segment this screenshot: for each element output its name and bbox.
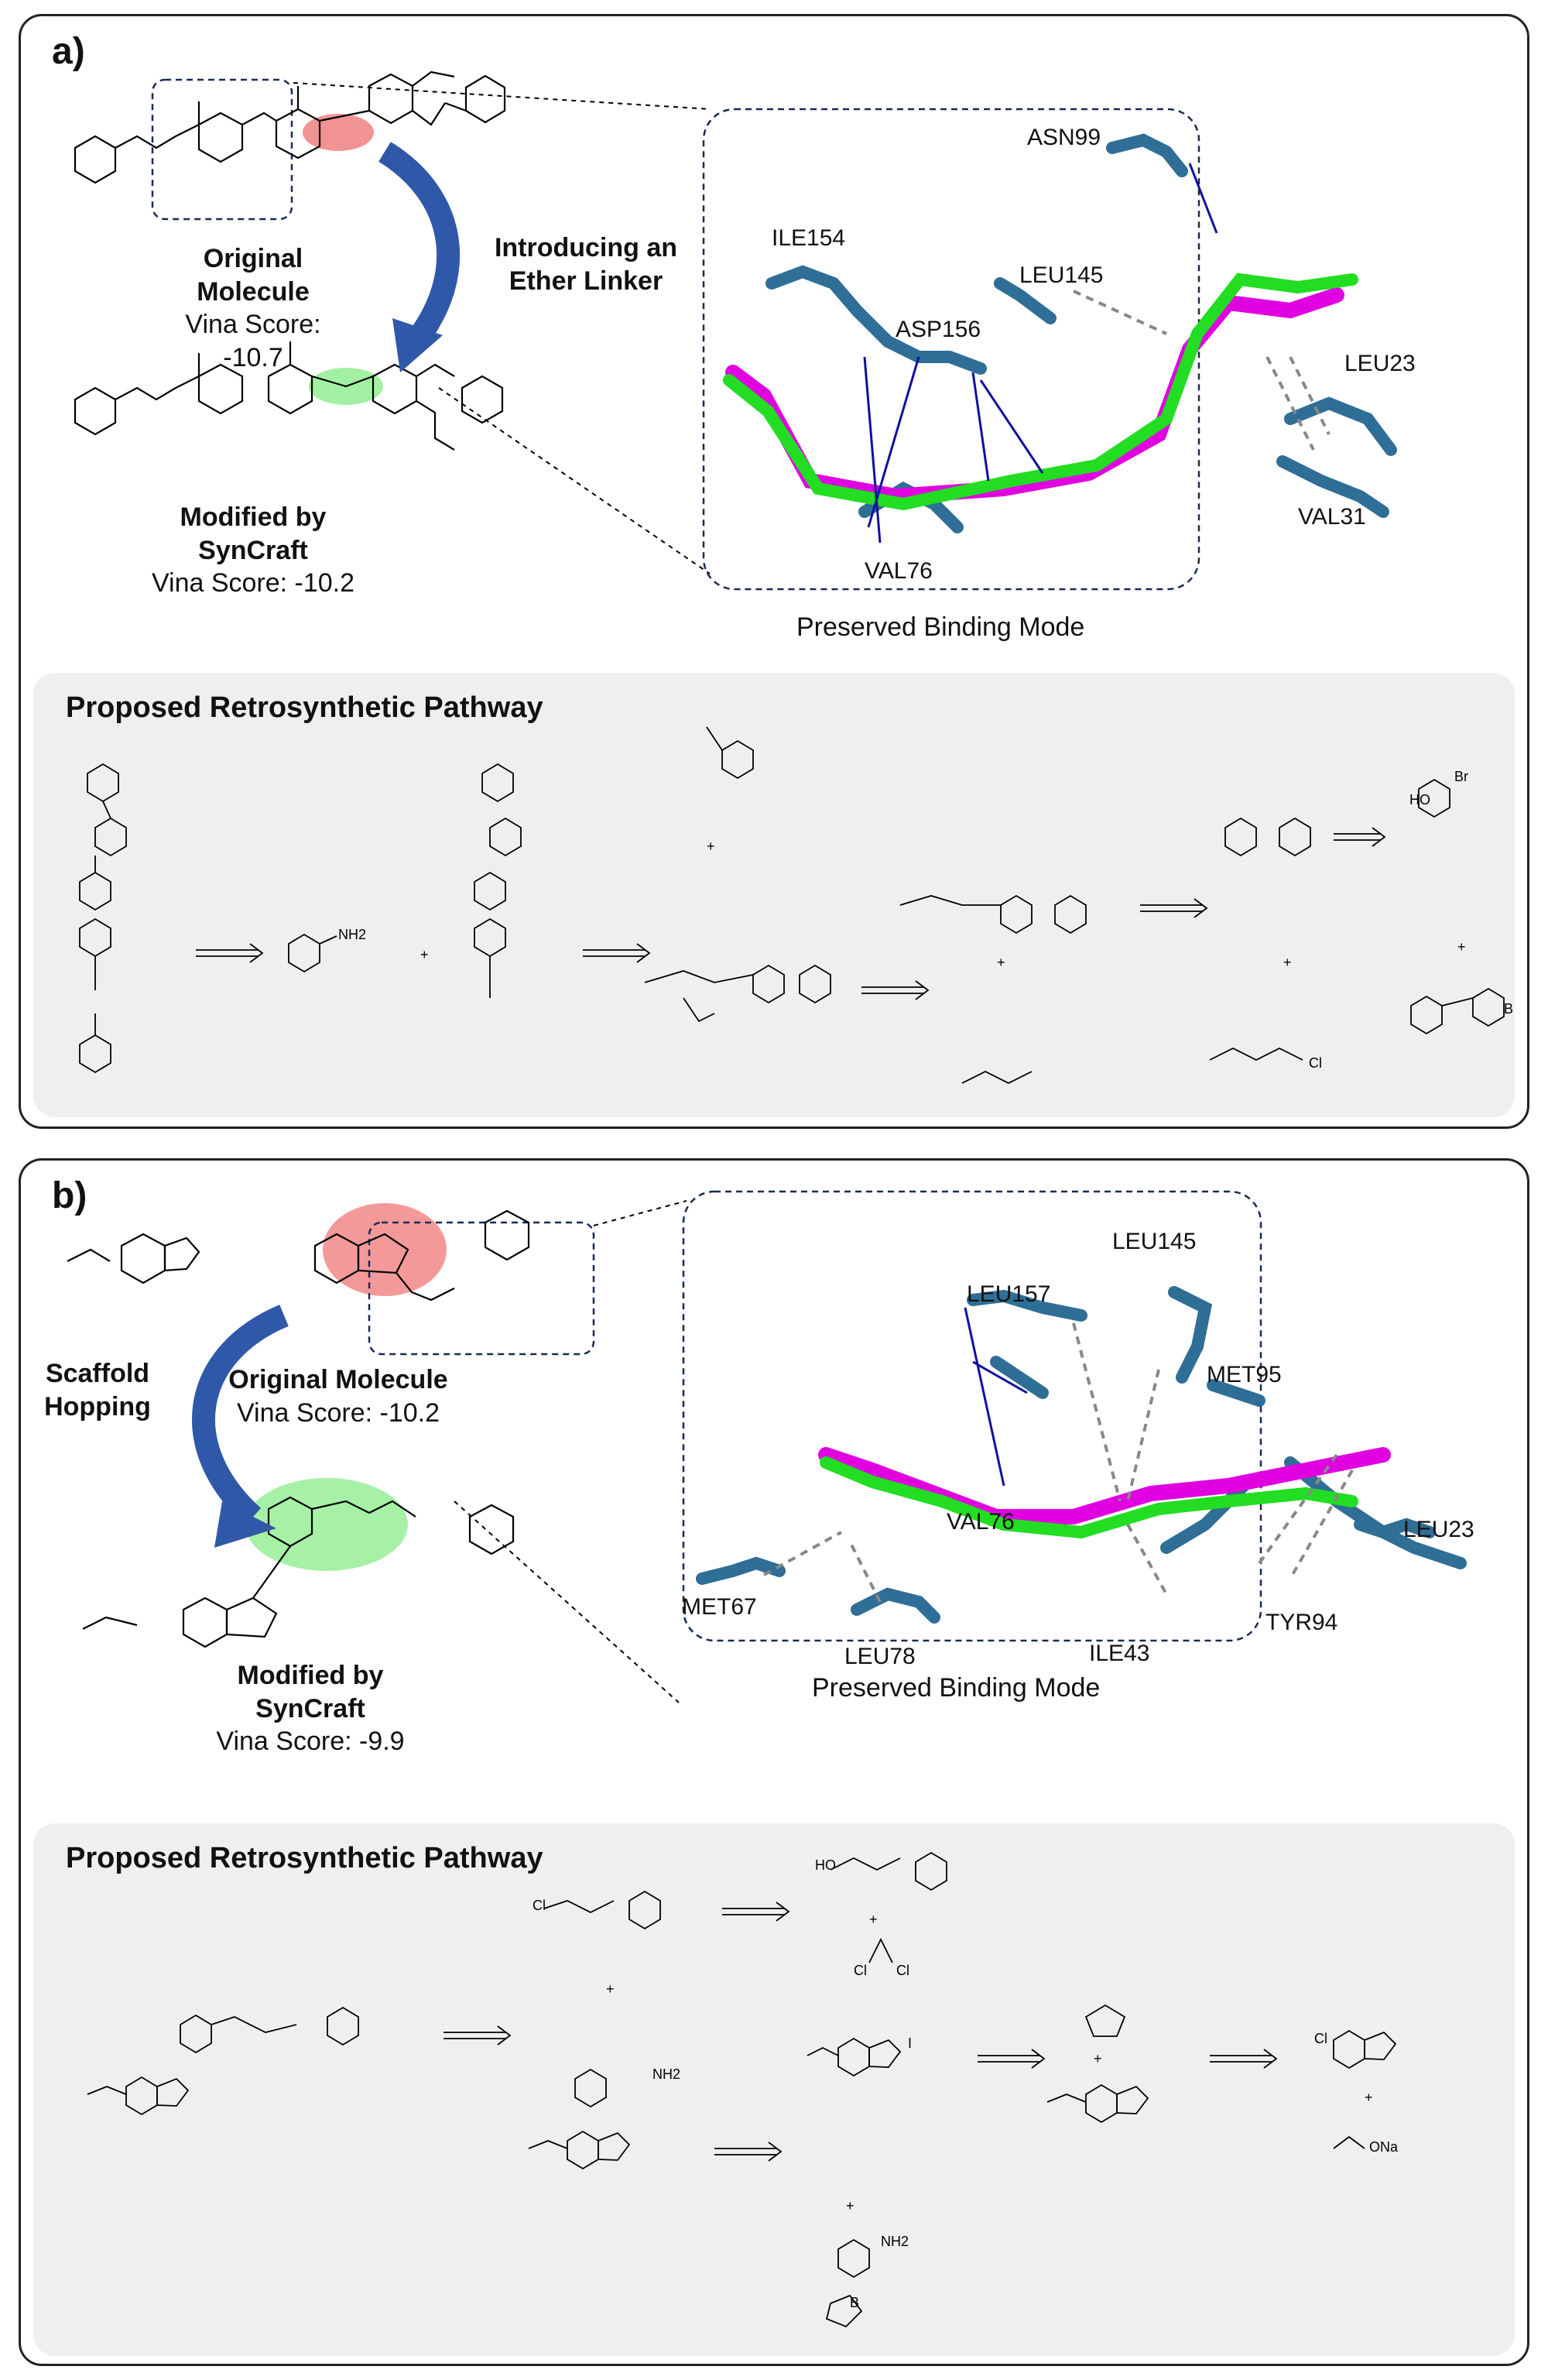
- hbonds-a: [863, 163, 1218, 544]
- modified-molecule-title-b: Modified by SynCraft: [237, 1661, 384, 1723]
- pharmacophore-box: [151, 78, 293, 221]
- atom-label: I: [908, 2035, 912, 2051]
- original-molecule-caption-a: Original Molecule Vina Score: -10.7: [160, 242, 346, 374]
- retrosynthesis-title-b: Proposed Retrosynthetic Pathway: [66, 1842, 543, 1874]
- atom-label: Br: [1454, 769, 1468, 784]
- modified-molecule-title-a: Modified by SynCraft: [180, 502, 327, 565]
- pharmacophore-box: [368, 1221, 595, 1356]
- plus-sign: +: [1094, 2051, 1102, 2066]
- atom-label: B: [1504, 1001, 1513, 1017]
- plus-sign: +: [606, 1981, 615, 1997]
- modified-molecule-caption-b: Modified by SynCraft Vina Score: -9.9: [194, 1659, 426, 1758]
- residue-label: VAL76: [947, 1509, 1015, 1535]
- atom-label: Cl: [1309, 1055, 1322, 1071]
- original-vina-score-a: Vina Score: -10.7: [185, 310, 321, 372]
- plus-sign: +: [707, 838, 715, 854]
- retrosynthesis-panel-b: Proposed Retrosynthetic Pathway: [33, 1823, 1515, 2356]
- original-vina-score-b: Vina Score: -10.2: [236, 1397, 440, 1428]
- plus-sign: +: [1283, 955, 1292, 970]
- atom-label: Cl: [533, 1898, 546, 1913]
- plus-sign: +: [846, 2198, 854, 2214]
- hbonds-b: [964, 1307, 1028, 1487]
- residue-label: ASP156: [896, 317, 981, 342]
- original-scaffold-highlight: [323, 1203, 447, 1296]
- original-molecule-b: [67, 1209, 530, 1301]
- protein-residues-b: [696, 1286, 1467, 1624]
- residue-label: LEU145: [1019, 262, 1104, 288]
- residue-label: MET95: [1207, 1362, 1282, 1387]
- atom-label: HO: [815, 1857, 836, 1873]
- retrosynthesis-title-a: Proposed Retrosynthetic Pathway: [66, 691, 543, 724]
- residue-label: LEU157: [967, 1281, 1051, 1307]
- residue-label: VAL31: [1298, 504, 1366, 530]
- hopped-scaffold-highlight: [245, 1478, 408, 1571]
- plus-sign: +: [420, 947, 429, 962]
- modification-arrow: [378, 142, 461, 349]
- retrosynthesis-schemes-a: NH2 + + + + + HO Br Cl B: [79, 726, 1513, 1085]
- residue-label: TYR94: [1265, 1610, 1338, 1635]
- residue-label: MET67: [682, 1594, 757, 1620]
- binding-mode-box: [682, 1190, 1262, 1642]
- protein-residues-a: [765, 133, 1397, 533]
- panel-b-structures: [67, 1190, 1467, 1703]
- panel-a-label: a): [52, 31, 85, 72]
- ligand-original-a: [725, 287, 1344, 505]
- panel-a-structures: [74, 70, 1397, 591]
- modified-molecule-b: [82, 1496, 515, 1648]
- modified-molecule-caption-a: Modified by SynCraft Vina Score: -10.2: [137, 501, 369, 600]
- modification-label-a: Introducing an Ether Linker: [494, 233, 678, 296]
- panel-a: a): [19, 14, 1529, 1129]
- plus-sign: +: [1457, 939, 1466, 955]
- atom-label: Cl: [854, 1963, 867, 1978]
- original-molecule-title-b: Original Molecule: [228, 1365, 448, 1394]
- residue-label: ILE154: [772, 225, 846, 251]
- atom-label: NH2: [881, 2234, 909, 2249]
- residue-label: LEU78: [844, 1644, 916, 1669]
- ligand-original-b: [818, 1447, 1391, 1524]
- original-molecule-caption-b: Original Molecule Vina Score: -10.2: [222, 1363, 454, 1429]
- residue-label: LEU23: [1403, 1517, 1474, 1542]
- original-molecule-title-a: Original Molecule: [197, 244, 310, 307]
- original-linker-highlight: [303, 114, 374, 151]
- atom-label: ONa: [1369, 2139, 1399, 2155]
- modification-arrow: [192, 1305, 289, 1526]
- residue-label: LEU145: [1112, 1229, 1197, 1254]
- retrosynthesis-panel-a: Proposed Retrosynthetic Pathway: [33, 673, 1515, 1117]
- retrosynthesis-schemes-b: + + + + + Cl ONa I Cl Cl Cl HO NH2 NH2 B: [87, 1851, 1399, 2328]
- panel-b-label: b): [52, 1175, 87, 1216]
- ligand-modified-b: [820, 1456, 1358, 1539]
- modified-molecule: [74, 341, 504, 451]
- atom-label: Cl: [896, 1963, 909, 1978]
- binding-mode-caption-a: Preserved Binding Mode: [796, 612, 1085, 642]
- atom-label: B: [850, 2295, 859, 2310]
- binding-mode-caption-b: Preserved Binding Mode: [812, 1673, 1101, 1703]
- ligand-modified-a: [723, 273, 1358, 511]
- atom-label: NH2: [338, 927, 366, 942]
- plus-sign: +: [1365, 2090, 1373, 2105]
- plus-sign: +: [997, 955, 1005, 970]
- plus-sign: +: [869, 1912, 878, 1927]
- residue-label: ILE43: [1089, 1641, 1150, 1666]
- original-molecule: [74, 70, 506, 184]
- modified-vina-score-a: Vina Score: -10.2: [151, 568, 355, 598]
- atom-label: NH2: [652, 2066, 680, 2082]
- binding-mode-box: [702, 108, 1200, 591]
- atom-label: Cl: [1314, 2031, 1327, 2046]
- modified-vina-score-b: Vina Score: -9.9: [216, 1727, 405, 1756]
- modification-label-b: Scaffold Hopping: [44, 1359, 151, 1421]
- residue-label: LEU23: [1344, 351, 1416, 376]
- residue-label: VAL76: [865, 558, 933, 584]
- hydrophobic-contacts-b: [763, 1322, 1354, 1603]
- residue-label: ASN99: [1027, 125, 1101, 150]
- atom-label: HO: [1409, 792, 1430, 808]
- hydrophobic-contacts-a: [1073, 290, 1331, 451]
- panel-b: b): [19, 1158, 1529, 2366]
